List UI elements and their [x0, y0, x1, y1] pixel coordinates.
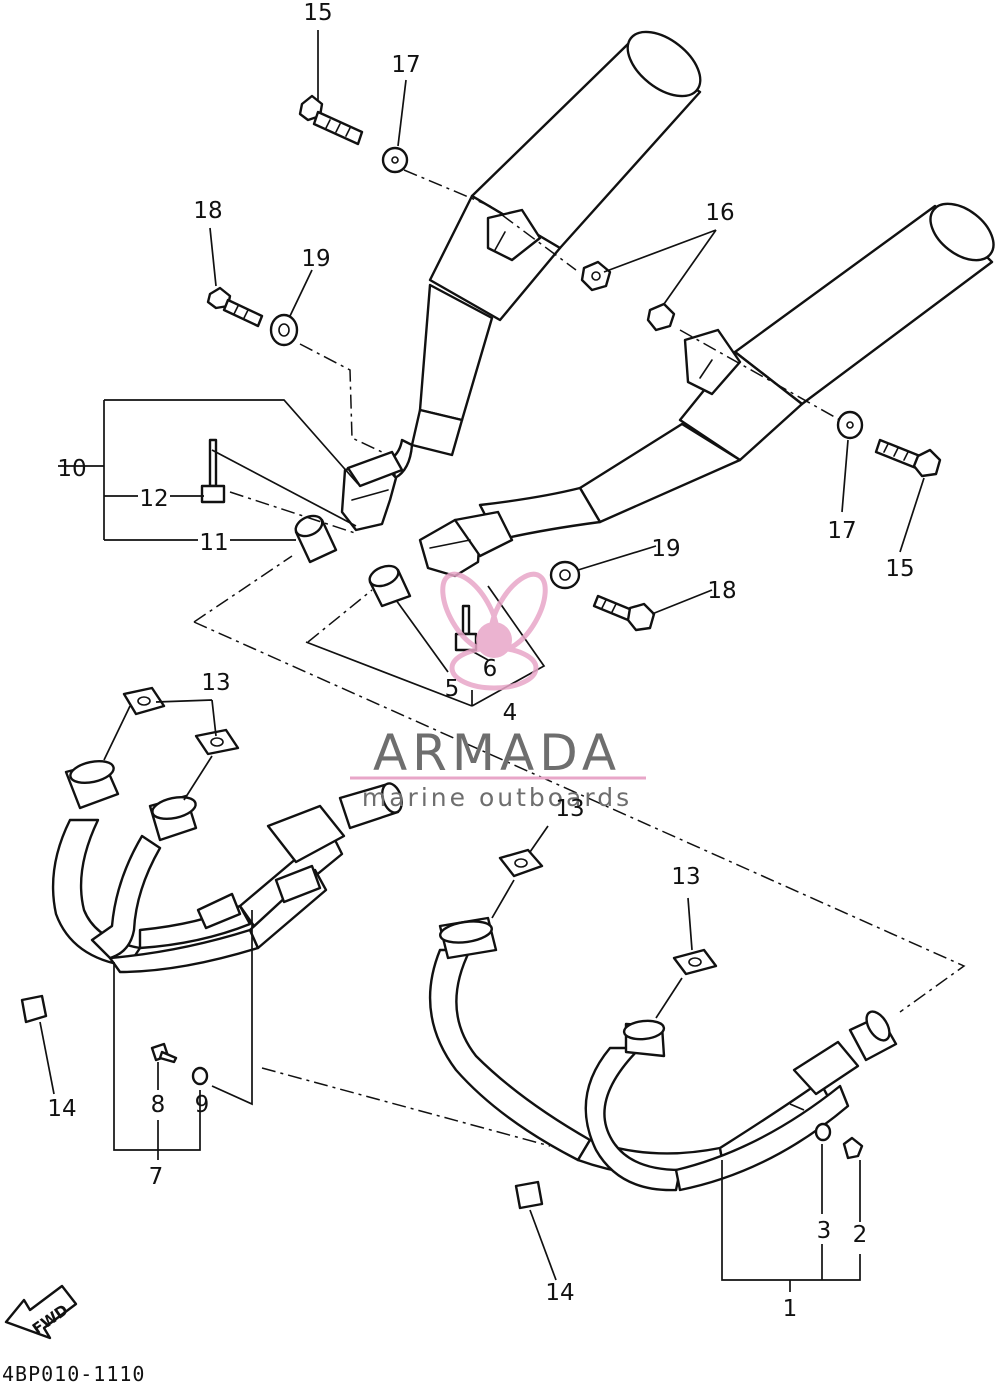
callout-4: 4 [503, 700, 518, 726]
left-pipe-gaskets [122, 686, 240, 756]
callout-19-right: 19 [651, 536, 680, 562]
callout-14-right: 14 [545, 1280, 574, 1306]
callout-13-right: 13 [671, 864, 700, 890]
callout-17-right: 17 [827, 518, 856, 544]
callout-5: 5 [445, 676, 460, 702]
bolt-18-right [592, 594, 656, 632]
left-muffler-clamp [340, 450, 404, 532]
callout-18-upper: 18 [193, 198, 222, 224]
left-exhaust-pipe [51, 760, 403, 974]
washer-17-upper [381, 146, 409, 174]
right-bolt-2 [842, 1136, 864, 1160]
right-exhaust-pipe [428, 916, 898, 1192]
bolt-15-upper-left [298, 94, 364, 146]
alignment-dashed-lines [193, 169, 966, 1147]
bolt-12 [200, 438, 226, 504]
bolt-15-right [874, 438, 942, 478]
washer-17-right [836, 410, 864, 440]
nut-16-a [580, 260, 612, 292]
callout-10: 10 [57, 456, 86, 482]
right-pipe-gaskets [498, 848, 718, 976]
drawing-code: 4BP010-1110 [2, 1362, 145, 1385]
callout-1: 1 [783, 1296, 798, 1322]
callout-18-right: 18 [707, 578, 736, 604]
callout-13-middle: 13 [555, 796, 584, 822]
callout-15-upper: 15 [303, 0, 332, 26]
left-muffler [390, 30, 702, 480]
callout-7: 7 [149, 1164, 164, 1190]
watermark-brand: ARMADA [373, 724, 621, 782]
left-bolt-8 [150, 1042, 178, 1064]
callout-6: 6 [483, 656, 498, 682]
right-muffler-clamp [418, 510, 514, 578]
left-collar-14 [20, 994, 48, 1024]
right-collar-14 [514, 1180, 544, 1210]
callout-12: 12 [139, 486, 168, 512]
leader-lines [39, 30, 925, 1292]
watermark-tagline: marine outboards [362, 783, 632, 812]
callout-19-upper: 19 [301, 246, 330, 272]
callout-8: 8 [151, 1092, 166, 1118]
gasket-11 [294, 514, 338, 564]
callout-2: 2 [853, 1222, 868, 1248]
bolt-18-upper [206, 286, 264, 328]
right-muffler [478, 202, 995, 542]
forward-direction-arrow: FWD [4, 1284, 78, 1340]
callout-3: 3 [817, 1218, 832, 1244]
callout-9: 9 [195, 1092, 210, 1118]
nut-16-b [646, 302, 676, 332]
grommet-19-upper [269, 313, 299, 347]
callout-16: 16 [705, 200, 734, 226]
left-washer-9 [191, 1066, 209, 1086]
armada-logo [440, 571, 548, 691]
callout-15-right: 15 [885, 556, 914, 582]
gasket-5 [368, 564, 412, 608]
callout-17-upper: 17 [391, 52, 420, 78]
callout-14-left: 14 [47, 1096, 76, 1122]
callout-13-left: 13 [201, 670, 230, 696]
grommet-19-right [549, 560, 581, 590]
right-washer-3 [814, 1122, 832, 1142]
callout-11: 11 [199, 530, 228, 556]
